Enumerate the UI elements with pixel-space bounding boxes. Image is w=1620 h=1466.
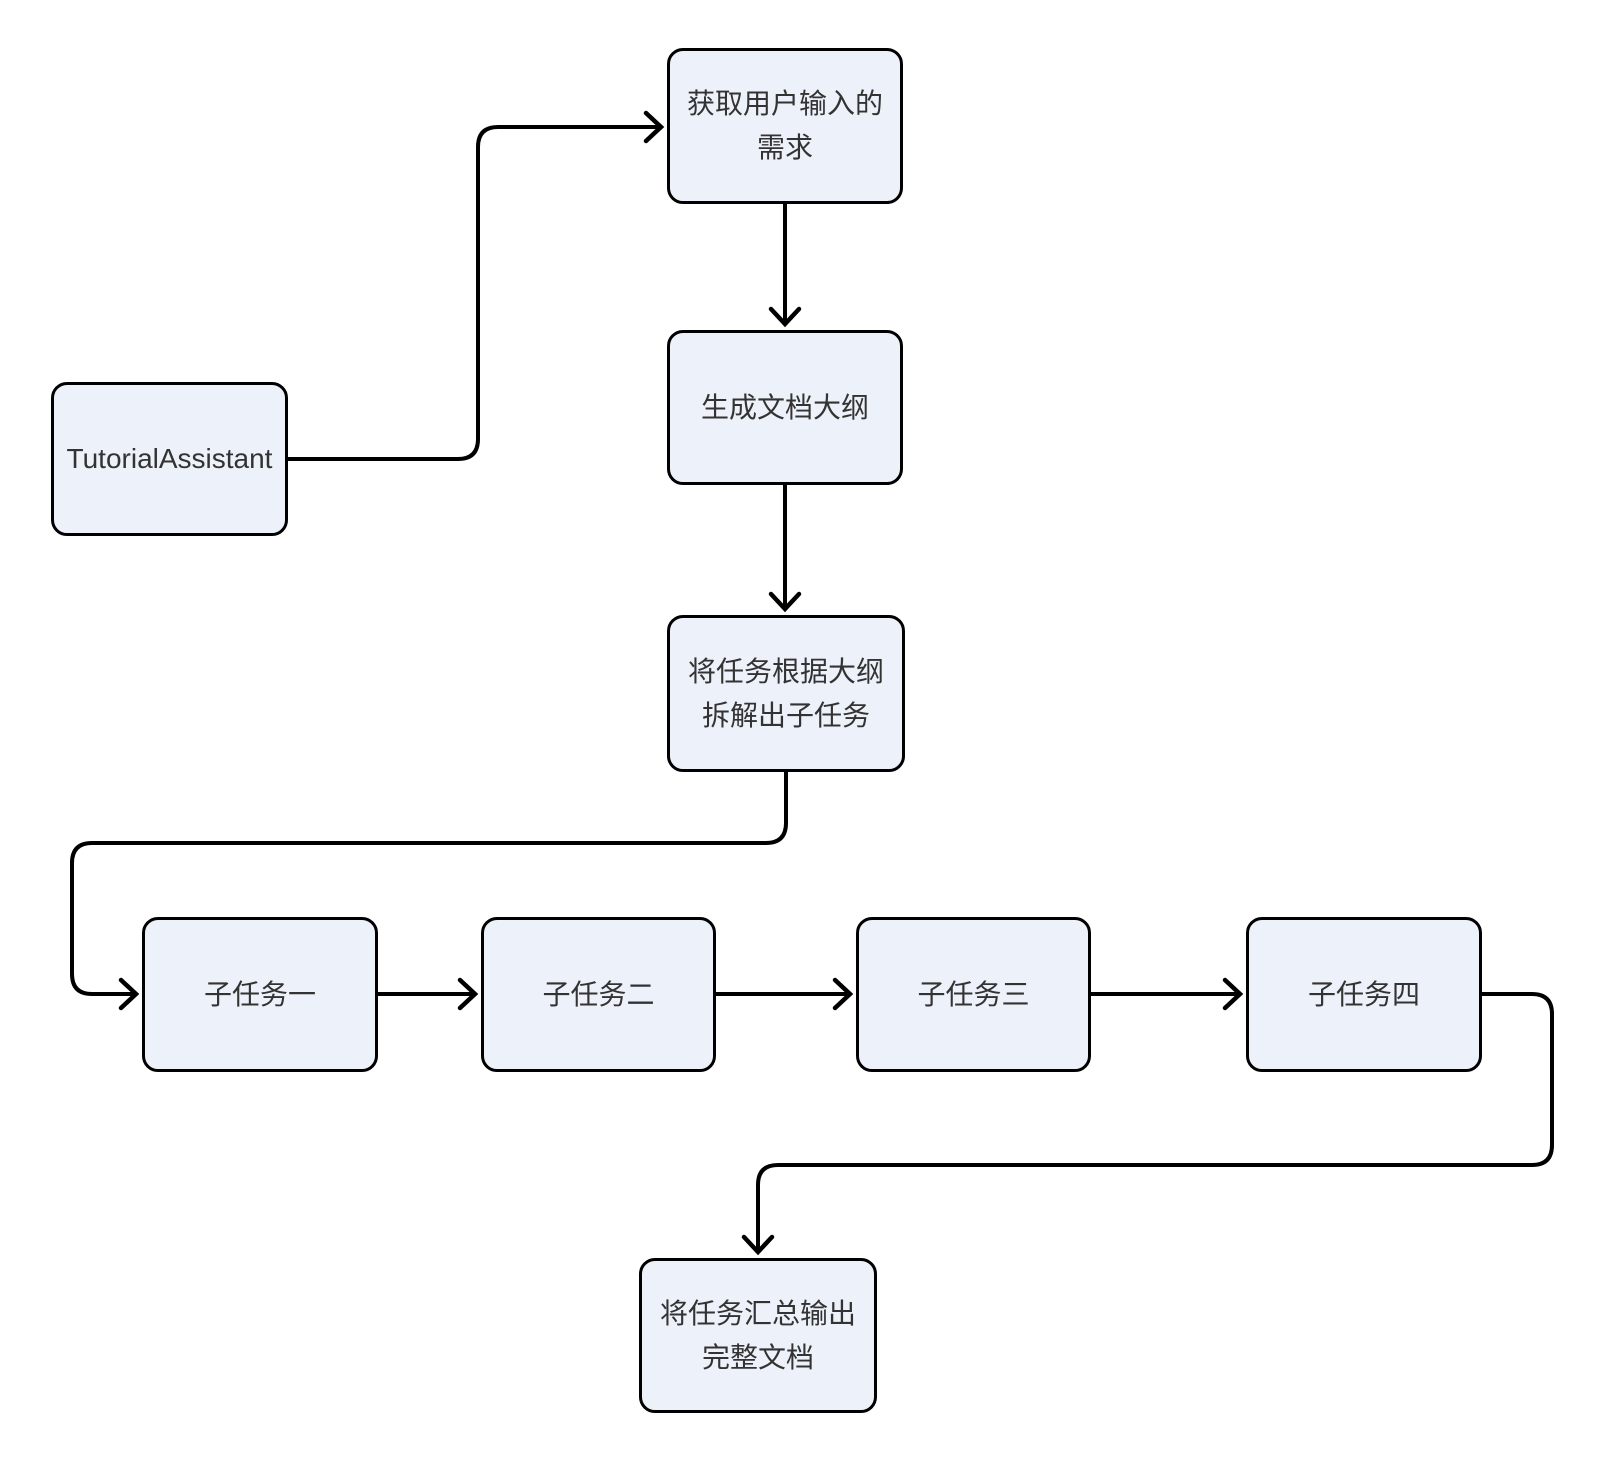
node-subtask-4-label: 子任务四 [1307, 978, 1420, 1010]
edge-tutorialassistant-to-get-input [288, 110, 665, 461]
node-merge-output-label: 将任务汇总输出完整文档 [659, 1297, 856, 1373]
node-tutorial-assistant: TutorialAssistant [51, 382, 288, 536]
node-subtask-3: 子任务三 [856, 917, 1091, 1072]
node-split-subtasks: 将任务根据大纲拆解出子任务 [667, 615, 905, 772]
node-merge-output: 将任务汇总输出完整文档 [639, 1258, 877, 1413]
node-split-subtasks-label: 将任务根据大纲拆解出子任务 [687, 655, 884, 731]
node-get-user-input: 获取用户输入的需求 [667, 48, 903, 204]
node-generate-outline-label: 生成文档大纲 [700, 391, 869, 423]
node-generate-outline: 生成文档大纲 [667, 330, 903, 485]
node-tutorial-assistant-label: TutorialAssistant [66, 443, 273, 474]
node-subtask-2-label: 子任务二 [542, 978, 655, 1010]
node-get-user-input-label: 获取用户输入的需求 [686, 88, 883, 163]
node-subtask-1-label: 子任务一 [203, 978, 316, 1010]
edge-subtask4-to-merge [741, 992, 1554, 1256]
node-subtask-3-label: 子任务三 [917, 978, 1030, 1010]
node-subtask-2: 子任务二 [481, 917, 716, 1072]
node-subtask-1: 子任务一 [142, 917, 378, 1072]
node-subtask-4: 子任务四 [1246, 917, 1482, 1072]
edge-split-to-subtask1 [70, 772, 788, 1011]
